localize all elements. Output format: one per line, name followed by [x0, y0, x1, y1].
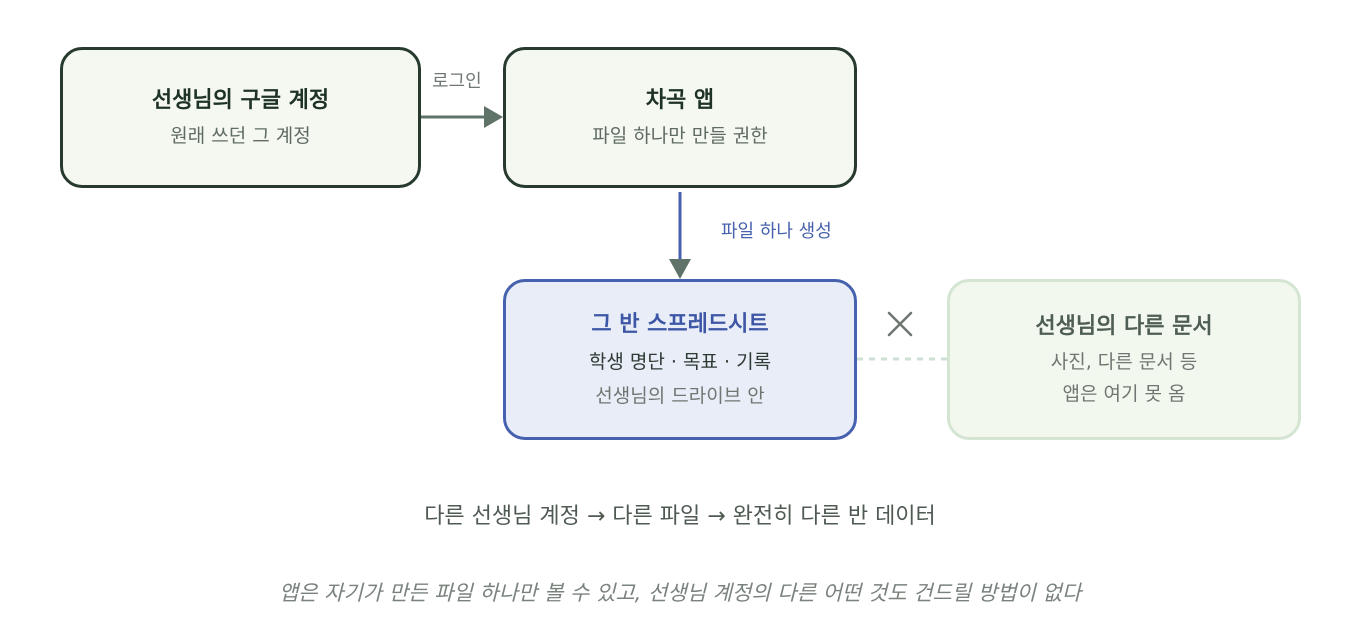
permission-note-caption: 앱은 자기가 만든 파일 하나만 볼 수 있고, 선생님 계정의 다른 어떤 것…: [278, 581, 1082, 605]
class-spreadsheet-title: 그 반 스프레드시트: [591, 311, 769, 337]
other-documents-title: 선생님의 다른 문서: [1035, 313, 1213, 339]
create-arrowhead: [669, 259, 691, 279]
login-edge-label: 로그인: [432, 71, 482, 92]
chagok-app-title: 차곡 앱: [645, 87, 715, 113]
google-account-subtitle: 원래 쓰던 그 계정: [170, 124, 311, 147]
chagok-app-node: 차곡 앱 파일 하나만 만들 권한: [503, 47, 857, 188]
chagok-app-subtitle: 파일 하나만 만들 권한: [592, 124, 768, 147]
other-documents-node: 선생님의 다른 문서 사진, 다른 문서 등 앱은 여기 못 옴: [947, 279, 1301, 440]
cross-icon: [887, 311, 913, 337]
create-edge-label: 파일 하나 생성: [721, 221, 832, 242]
class-spreadsheet-location: 선생님의 드라이브 안: [595, 384, 765, 407]
class-spreadsheet-node: 그 반 스프레드시트 학생 명단 · 목표 · 기록 선생님의 드라이브 안: [503, 279, 857, 440]
google-account-title: 선생님의 구글 계정: [151, 87, 330, 113]
google-account-node: 선생님의 구글 계정 원래 쓰던 그 계정: [60, 47, 421, 188]
login-arrowhead: [484, 106, 503, 128]
isolation-chain-caption: 다른 선생님 계정 → 다른 파일 → 완전히 다른 반 데이터: [424, 504, 936, 529]
other-documents-note: 앱은 여기 못 옴: [1062, 382, 1186, 405]
class-spreadsheet-contents: 학생 명단 · 목표 · 기록: [588, 350, 772, 373]
other-documents-examples: 사진, 다른 문서 등: [1050, 350, 1198, 373]
